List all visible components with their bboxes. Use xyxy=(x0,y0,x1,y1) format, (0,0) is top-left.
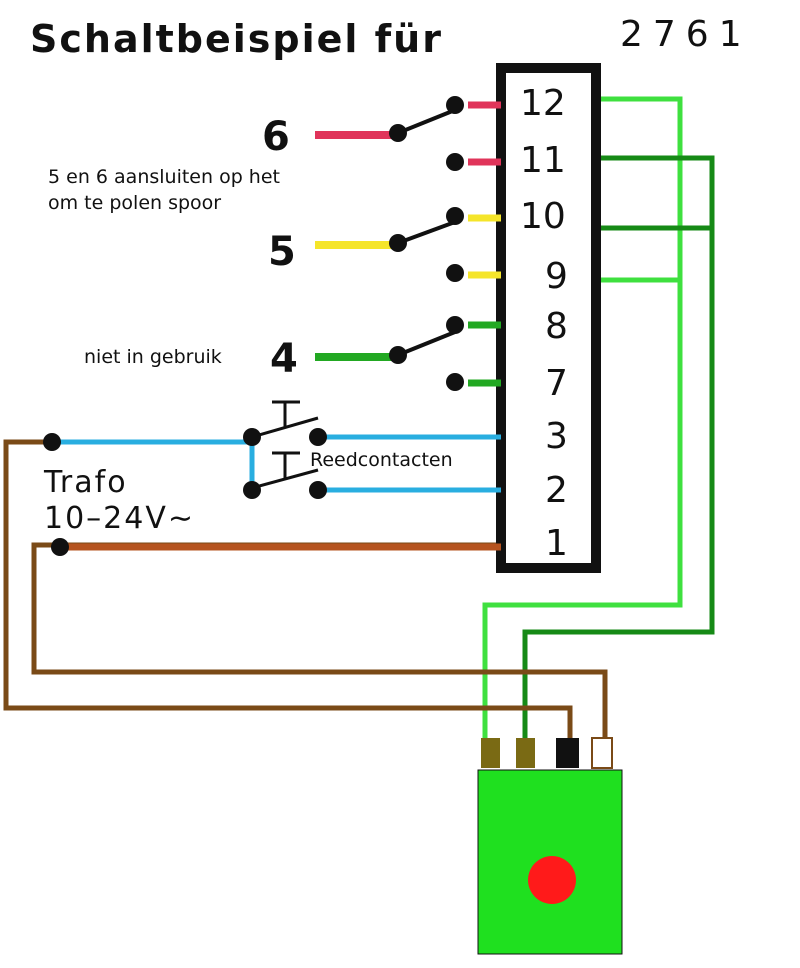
pin-3 xyxy=(556,738,579,768)
pin-4 xyxy=(591,737,613,769)
switch-5-label: 5 xyxy=(268,229,296,275)
terminal-11: 11 xyxy=(520,140,566,181)
reed-contacts xyxy=(43,400,501,499)
terminal-10: 10 xyxy=(520,196,566,237)
diagram-title: Schaltbeispiel für xyxy=(30,17,443,61)
switch-6 xyxy=(315,96,464,171)
switch-5 xyxy=(315,207,464,282)
polarity-note-line1: 5 en 6 aansluiten op het xyxy=(48,166,280,188)
pin-1 xyxy=(481,738,500,768)
terminal-8: 8 xyxy=(545,306,568,347)
polarity-note-line2: om te polen spoor xyxy=(48,192,221,214)
terminal-stubs xyxy=(468,101,501,387)
module-button[interactable] xyxy=(528,856,576,904)
trafo-wire xyxy=(51,538,501,556)
trafo-label: Trafo xyxy=(43,465,128,500)
terminal-strip xyxy=(496,63,601,573)
unused-note: niet in gebruik xyxy=(84,346,222,368)
switch-4 xyxy=(315,316,464,391)
switch-4-label: 4 xyxy=(270,336,298,382)
terminal-7: 7 xyxy=(545,363,568,404)
terminal-9: 9 xyxy=(545,256,568,297)
terminal-2: 2 xyxy=(545,470,568,511)
switch-6-label: 6 xyxy=(262,114,290,160)
brown-wire-inner xyxy=(3,439,573,738)
trafo-voltage: 10–24V∼ xyxy=(44,501,195,536)
terminal-12: 12 xyxy=(520,83,566,124)
light-green-wire xyxy=(482,96,683,745)
terminal-1: 1 xyxy=(545,523,568,564)
reed-contacts-label: Reedcontacten xyxy=(310,449,453,471)
terminal-3: 3 xyxy=(545,416,568,457)
module-connector xyxy=(481,737,613,769)
diagram-title-number: 2761 xyxy=(620,14,752,55)
pin-2 xyxy=(516,738,535,768)
